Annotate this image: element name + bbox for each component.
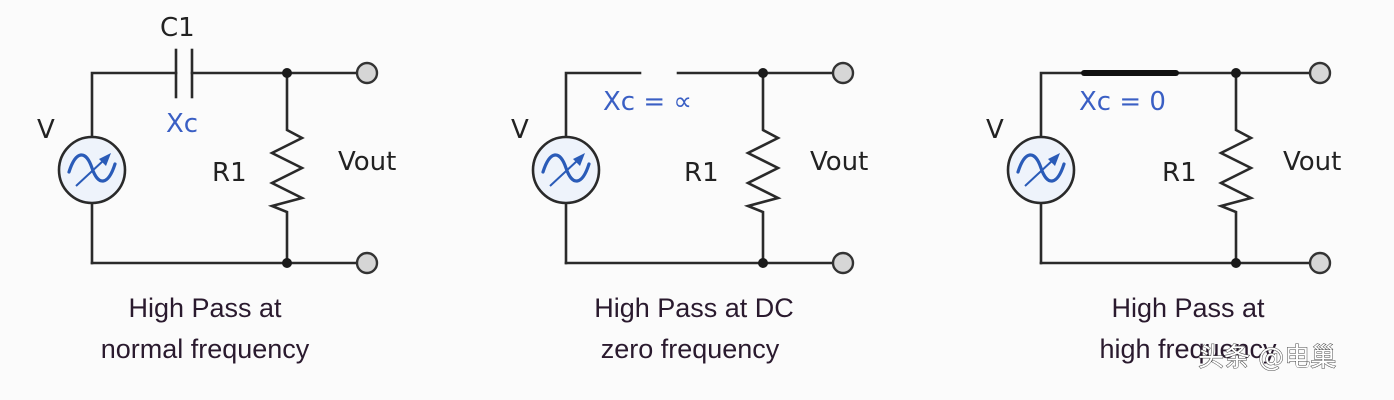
watermark: 头条 @电巢 [1198,343,1336,373]
junction-node-top [1231,68,1241,78]
top-wire-left [564,71,642,139]
junction-node-top [758,68,768,78]
capacitor-c1 [174,48,194,99]
caption-line-2: zero frequency [601,334,780,364]
top-wire [1039,71,1310,139]
caption-line-1: High Pass at [1111,293,1265,323]
output-label: Vout [810,147,868,177]
resistor-r1 [743,71,782,265]
output-terminal-bottom[interactable] [831,251,855,275]
output-terminal-bottom[interactable] [1308,251,1332,275]
caption-line-2: normal frequency [101,334,310,364]
reactance-label: Xc = ∝ [603,87,692,117]
resistor-r1 [267,71,306,265]
junction-node-bottom [1231,258,1241,268]
junction-node-bottom [758,258,768,268]
ac-source-icon [1006,135,1076,205]
resistor-label: R1 [1162,158,1197,188]
panel-high-frequency: Xc = 0 V R1 Vout High Pass at high frequ… [986,61,1341,364]
output-terminal-top[interactable] [831,61,855,85]
junction-node-top [282,68,292,78]
capacitor-label: C1 [160,13,195,43]
resistor-r1 [1216,71,1255,265]
source-label: V [986,115,1004,145]
reactance-label: Xc = 0 [1079,87,1166,117]
caption-line-2: high frequency [1099,334,1277,364]
ac-source-icon [57,135,127,205]
caption-line-1: High Pass at [128,293,282,323]
resistor-label: R1 [684,158,719,188]
output-terminal-bottom[interactable] [355,251,379,275]
top-wire-left [90,71,178,139]
output-label: Vout [338,147,396,177]
reactance-label: Xc [166,109,198,139]
junction-node-bottom [282,258,292,268]
caption-line-1: High Pass at DC [594,293,794,323]
panel-normal-frequency: C1 Xc V R1 Vout High Pass at normal freq… [37,13,396,364]
resistor-label: R1 [212,158,247,188]
panel-dc-zero-frequency: Xc = ∝ V R1 Vout High Pass at DC zero fr… [511,61,868,364]
output-terminal-top[interactable] [355,61,379,85]
ac-source-icon [531,135,601,205]
output-label: Vout [1283,147,1341,177]
source-label: V [511,115,529,145]
output-terminal-top[interactable] [1308,61,1332,85]
source-label: V [37,115,55,145]
